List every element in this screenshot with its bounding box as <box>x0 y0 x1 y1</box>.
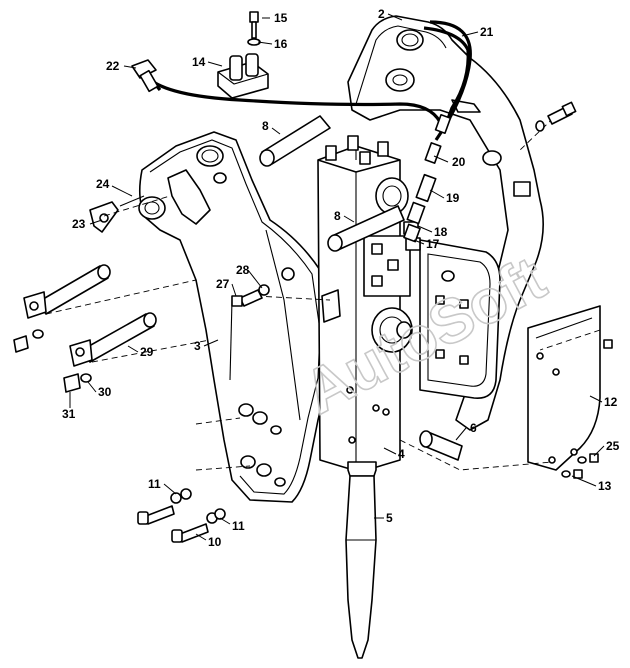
callout-17: 17 <box>426 237 440 251</box>
callout-27: 27 <box>216 277 230 291</box>
callout-12: 12 <box>604 395 618 409</box>
callout-25: 25 <box>606 439 620 453</box>
callout-19: 19 <box>446 191 460 205</box>
bolts-and-washers <box>13 101 613 543</box>
pin-lower-8 <box>327 205 405 252</box>
rear-guard <box>419 239 501 399</box>
callout-23: 23 <box>72 217 86 231</box>
front-side-plate <box>138 131 331 503</box>
hose-clamp <box>217 11 269 99</box>
callout-28: 28 <box>236 263 250 277</box>
callout-11-lower: 11 <box>232 519 245 533</box>
pin-29-upper <box>23 264 111 319</box>
callout-14: 14 <box>192 55 206 69</box>
callout-16: 16 <box>274 37 288 51</box>
hose-end-fitting <box>131 59 159 93</box>
callout-labels: 2 21 15 16 14 22 8 20 24 19 23 8 18 17 2… <box>62 7 620 549</box>
callout-5: 5 <box>386 511 393 525</box>
hook-bracket <box>89 169 211 233</box>
callout-10: 10 <box>208 535 222 549</box>
callout-leaders <box>69 13 605 541</box>
chisel <box>345 461 377 659</box>
hose-fittings <box>403 113 452 243</box>
callout-24: 24 <box>96 177 110 191</box>
pin-29-lower <box>69 312 157 367</box>
callout-31: 31 <box>62 407 76 421</box>
callout-8-lower: 8 <box>334 209 341 223</box>
callout-20: 20 <box>452 155 466 169</box>
callout-11-upper: 11 <box>148 477 161 491</box>
callout-8-upper: 8 <box>262 119 269 133</box>
cover-plate <box>527 305 601 471</box>
callout-6: 6 <box>470 421 477 435</box>
callout-29: 29 <box>140 345 154 359</box>
callout-15: 15 <box>274 11 288 25</box>
callout-18: 18 <box>434 225 448 239</box>
callout-4: 4 <box>398 447 405 461</box>
callout-2: 2 <box>378 7 385 21</box>
callout-21: 21 <box>480 25 494 39</box>
callout-30: 30 <box>98 385 112 399</box>
callout-3: 3 <box>194 339 201 353</box>
pin-upper-8 <box>259 115 331 167</box>
callout-22: 22 <box>106 59 120 73</box>
callout-13: 13 <box>598 479 612 493</box>
pin-6 <box>419 430 463 461</box>
